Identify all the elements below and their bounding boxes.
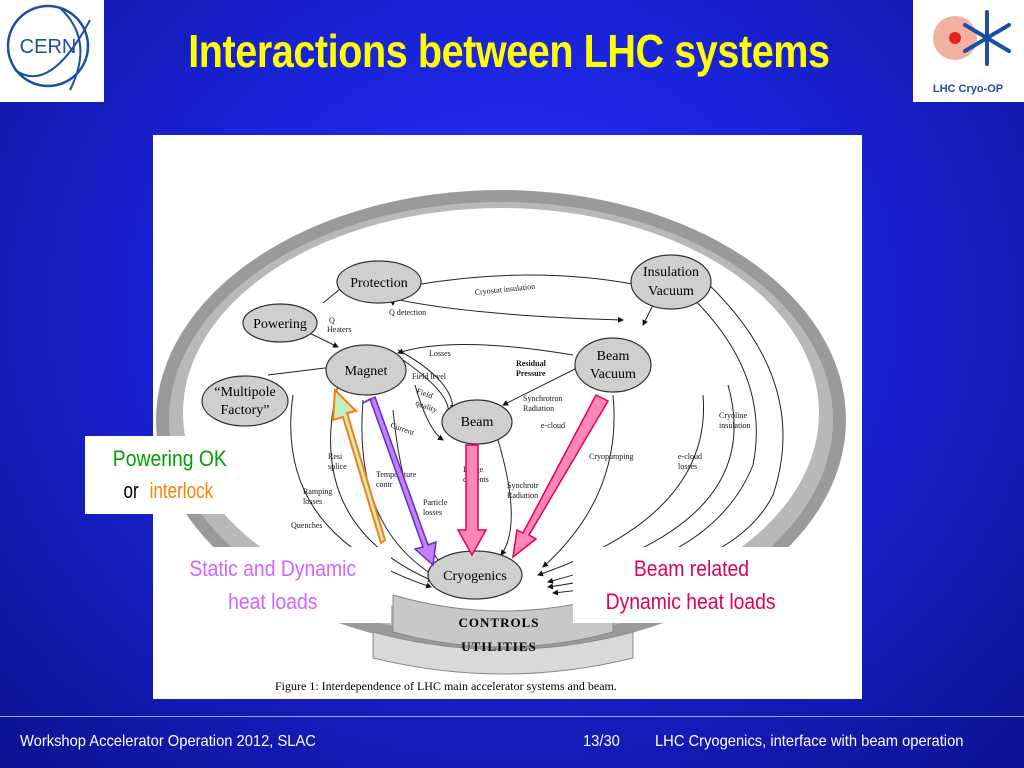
- beam-related-text-2: Dynamic heat loads: [605, 589, 777, 614]
- edge-label: Pressure: [516, 369, 546, 378]
- multipole-factory-node: [201, 375, 289, 427]
- footer-page-number: 13/30: [583, 733, 620, 750]
- edge-label: Ramping: [303, 487, 332, 496]
- beam-vacuum-label-2: Vacuum: [590, 367, 636, 382]
- edge-label: Radiation: [507, 491, 538, 500]
- edge-label: losses: [303, 497, 322, 506]
- figure-caption: Figure 1: Interdependence of LHC main ac…: [275, 679, 617, 693]
- protection-node: [336, 260, 422, 304]
- edge-label: Residual: [516, 359, 547, 368]
- powering-label: Powering: [253, 317, 307, 332]
- slide-title: Interactions between LHC systems: [187, 25, 830, 77]
- edge-label: Synchrotr: [507, 481, 539, 490]
- edge-label: Q: [329, 316, 335, 325]
- utilities-band: [372, 631, 634, 675]
- edge-label: Particle: [423, 498, 448, 507]
- edge-label: contr: [376, 480, 393, 489]
- edge-protection-insulation: [414, 274, 639, 288]
- edge-label: Field level: [412, 372, 447, 381]
- powering-ok-text: Powering OK: [112, 446, 228, 471]
- magnet-node: [325, 344, 407, 396]
- beam-node: [441, 399, 513, 445]
- lhc-cryo-op-logo: LHC Cryo-OP: [913, 0, 1024, 102]
- insulation-vacuum-label-2: Vacuum: [648, 284, 694, 299]
- footer-right: LHC Cryogenics, interface with beam oper…: [655, 733, 964, 750]
- edge-label: Radiation: [523, 404, 554, 413]
- edge-label: Q detection: [389, 308, 426, 317]
- magnet-label: Magnet: [345, 364, 388, 379]
- static-dynamic-text-1: Static and Dynamic: [189, 556, 357, 581]
- lhc-cryo-op-logo-text: LHC Cryo-OP: [933, 83, 1003, 95]
- static-dynamic-callout: Static and Dynamic heat loads: [155, 547, 391, 623]
- edge-label: Losses: [429, 349, 451, 358]
- beam-label: Beam: [461, 415, 494, 430]
- edge-label: Cryopumping: [589, 452, 633, 461]
- edge-label: e-cloud: [678, 452, 702, 461]
- edge-label: Synchrotron: [523, 394, 563, 403]
- powering-arrow: [331, 387, 387, 545]
- controls-band: [392, 594, 614, 648]
- beam-related-callout: Beam related Dynamic heat loads: [573, 547, 809, 623]
- static-dynamic-arrow: [362, 395, 437, 567]
- edge-label: e-cloud: [541, 421, 565, 430]
- insulation-vacuum-node: [630, 254, 712, 310]
- edge-label: Heaters: [327, 325, 351, 334]
- edge-label: Cryoline: [719, 411, 747, 420]
- footer-left: Workshop Accelerator Operation 2012, SLA…: [20, 733, 316, 750]
- insulation-vacuum-label-1: Insulation: [643, 265, 699, 280]
- powering-node: [242, 303, 318, 343]
- cern-logo-text: CERN: [20, 36, 77, 58]
- edge-label: splice: [328, 462, 347, 471]
- beam-dynamic-arrow-1: [456, 444, 488, 557]
- powering-ok-callout: Powering OK or interlock: [85, 436, 255, 514]
- protection-label: Protection: [350, 276, 408, 291]
- beam-vacuum-node: [574, 337, 652, 393]
- beam-vacuum-label-1: Beam: [597, 349, 630, 364]
- beam-dynamic-arrow-2: [511, 394, 610, 559]
- beam-related-text-1: Beam related: [633, 556, 749, 581]
- static-dynamic-text-2: heat loads: [228, 589, 318, 614]
- edge-label: losses: [678, 462, 697, 471]
- or-text: or: [123, 478, 139, 503]
- multipole-label-1: “Multipole: [214, 385, 275, 400]
- edge-label: losses: [423, 508, 442, 517]
- cern-logo: CERN: [0, 0, 104, 102]
- multipole-label-2: Factory”: [221, 403, 270, 418]
- interlock-text: interlock: [149, 478, 214, 503]
- edge-label: Quenches: [291, 521, 323, 530]
- controls-label: CONTROLS: [459, 615, 540, 630]
- edge-label: insulation: [719, 421, 751, 430]
- utilities-label: UTILITIES: [461, 639, 536, 654]
- footer-divider: [0, 716, 1024, 717]
- edge-label: Resi: [328, 452, 343, 461]
- lhc-interactions-diagram: CONTROLS UTILITIES: [153, 135, 862, 699]
- cryogenics-label: Cryogenics: [443, 569, 507, 584]
